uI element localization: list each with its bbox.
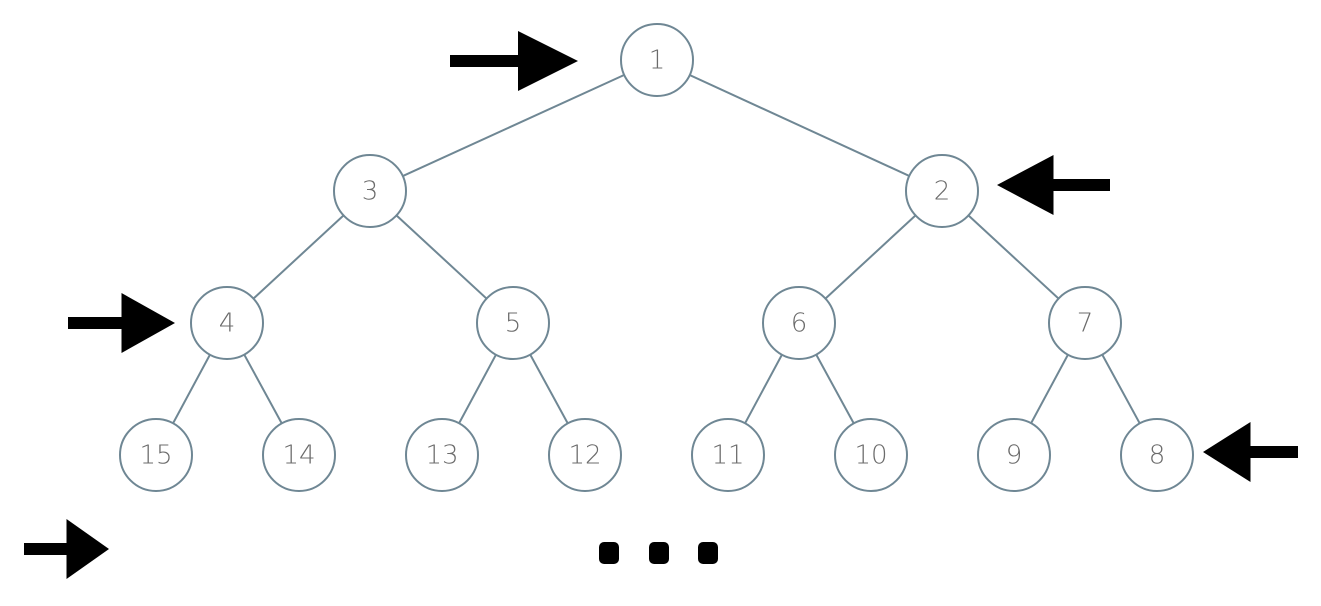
tree-edges — [155, 59, 1158, 456]
tree-node-10: 10 — [834, 418, 908, 492]
tree-node-7: 7 — [1048, 286, 1122, 360]
node-circle — [1048, 286, 1122, 360]
node-circle — [691, 418, 765, 492]
arrow-left-icon — [1203, 422, 1298, 482]
tree-node-11: 11 — [691, 418, 765, 492]
tree-node-15: 15 — [119, 418, 193, 492]
arrow-right-icon — [24, 519, 109, 579]
node-label: 15 — [139, 441, 172, 471]
node-label: 10 — [854, 441, 887, 471]
node-circle — [405, 418, 479, 492]
node-label: 7 — [1077, 309, 1094, 339]
arrow-shaft — [1250, 446, 1298, 458]
tree-node-8: 8 — [1120, 418, 1194, 492]
node-circle — [119, 418, 193, 492]
arrow-head — [121, 293, 175, 353]
ellipsis-dot-2 — [649, 542, 669, 564]
node-circle — [620, 23, 694, 97]
node-circle — [476, 286, 550, 360]
edge-1-3 — [369, 59, 658, 192]
arrow-shaft — [24, 543, 67, 555]
node-circle — [762, 286, 836, 360]
node-label: 4 — [219, 309, 236, 339]
tree-node-4: 4 — [190, 286, 264, 360]
arrow-head — [997, 155, 1054, 215]
node-label: 9 — [1006, 441, 1023, 471]
arrow-shaft — [450, 55, 518, 67]
tree-node-9: 9 — [977, 418, 1051, 492]
continuation-ellipsis — [599, 542, 718, 564]
node-label: 5 — [505, 309, 522, 339]
arrow-head — [518, 31, 578, 91]
node-circle — [548, 418, 622, 492]
node-label: 6 — [791, 309, 808, 339]
node-circle — [834, 418, 908, 492]
arrow-right-icon — [450, 31, 578, 91]
node-circle — [262, 418, 336, 492]
node-circle — [905, 154, 979, 228]
node-label: 8 — [1149, 441, 1166, 471]
node-circle — [333, 154, 407, 228]
node-label: 3 — [362, 177, 379, 207]
node-circle — [977, 418, 1051, 492]
tree-node-12: 12 — [548, 418, 622, 492]
tree-node-14: 14 — [262, 418, 336, 492]
tree-node-3: 3 — [333, 154, 407, 228]
arrow-head — [66, 519, 109, 579]
ellipsis-dot-1 — [599, 542, 619, 564]
arrow-head — [1203, 422, 1251, 482]
arrow-left-icon — [997, 155, 1110, 215]
node-label: 14 — [282, 441, 315, 471]
node-circle — [190, 286, 264, 360]
tree-node-1: 1 — [620, 23, 694, 97]
node-label: 13 — [425, 441, 458, 471]
node-label: 1 — [649, 46, 666, 76]
tree-node-5: 5 — [476, 286, 550, 360]
arrow-right-icon — [68, 293, 175, 353]
tree-node-2: 2 — [905, 154, 979, 228]
tree-node-13: 13 — [405, 418, 479, 492]
traversal-arrows — [24, 31, 1298, 579]
edge-1-2 — [656, 59, 943, 192]
node-circle — [1120, 418, 1194, 492]
tree-node-6: 6 — [762, 286, 836, 360]
ellipsis-dot-3 — [698, 542, 718, 564]
node-label: 11 — [711, 441, 744, 471]
arrow-shaft — [68, 317, 122, 329]
node-label: 2 — [934, 177, 951, 207]
arrow-shaft — [1053, 179, 1110, 191]
node-label: 12 — [568, 441, 601, 471]
